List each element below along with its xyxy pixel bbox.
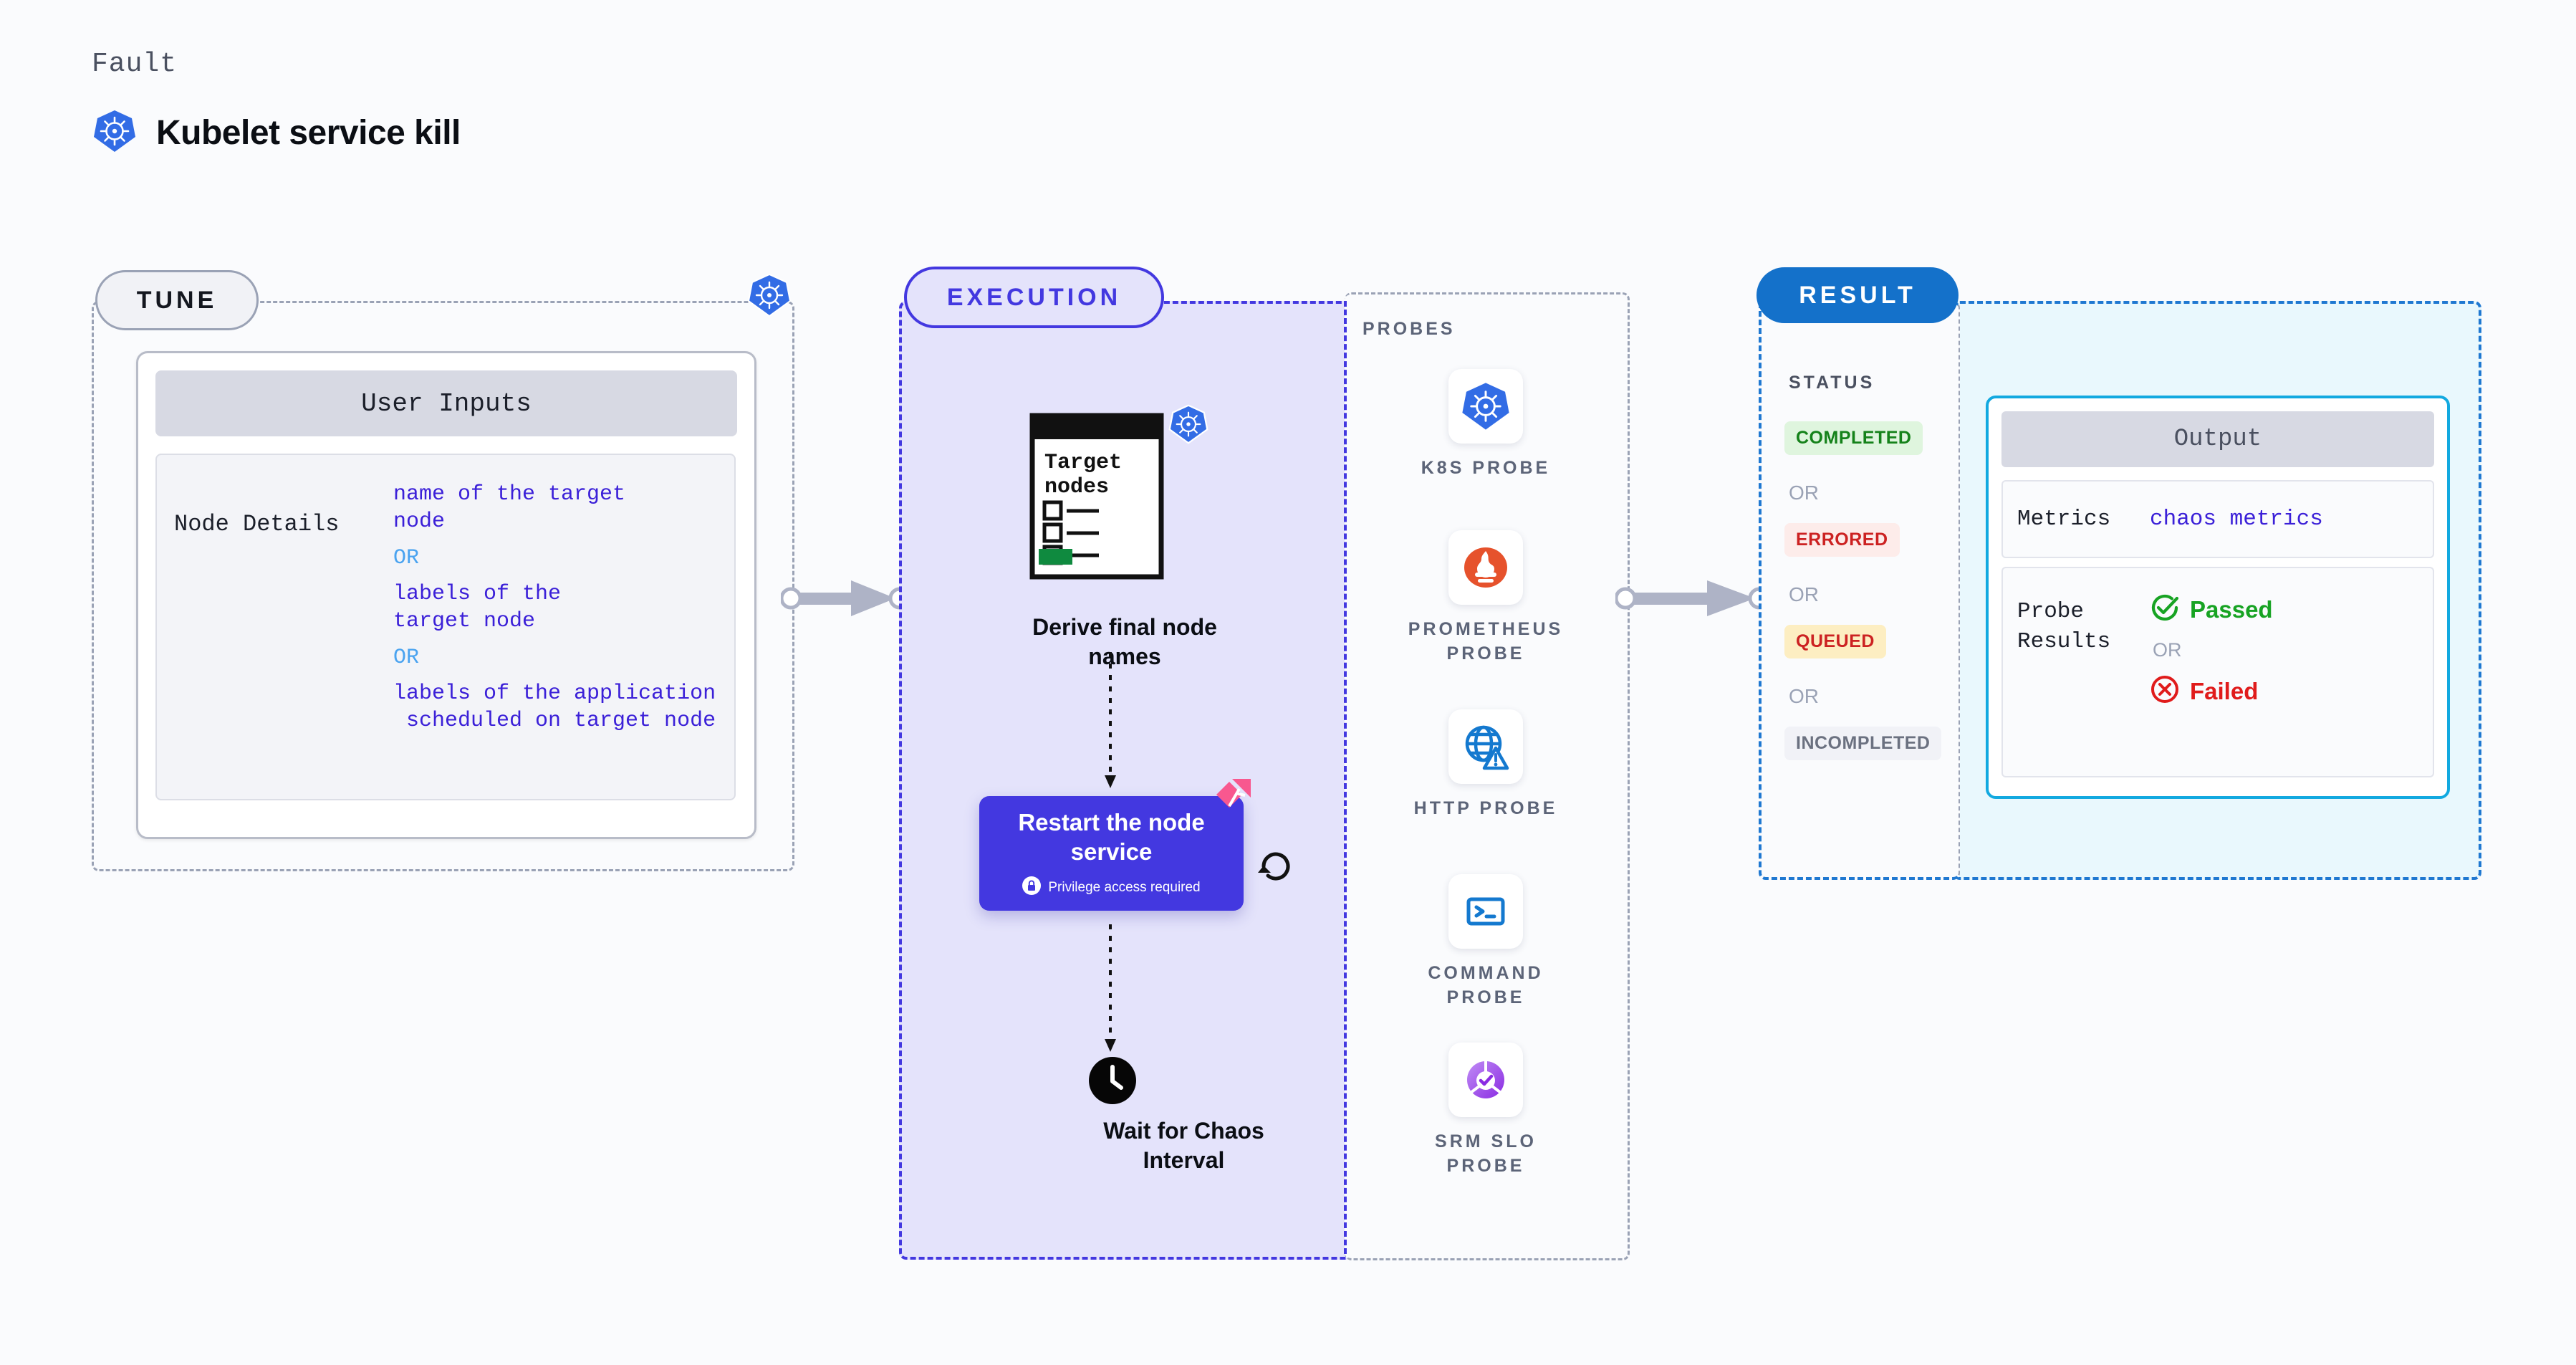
probe-item-k8s[interactable]: K8S PROBE: [1400, 369, 1572, 481]
title-row: Kubelet service kill: [92, 108, 461, 158]
privilege-badge-text: Privilege access required: [1048, 879, 1201, 895]
status-badge-completed: COMPLETED: [1784, 421, 1923, 455]
probe-label: K8S PROBE: [1421, 458, 1551, 478]
or-separator: OR: [1789, 583, 1819, 605]
x-circle-icon: [2150, 674, 2180, 708]
flow-arrow-restart-to-wait: [1105, 924, 1116, 1052]
metrics-value: chaos metrics: [2150, 507, 2323, 532]
node-detail-value: labels of the application scheduled on t…: [393, 681, 716, 733]
terminal-icon: [1448, 874, 1523, 949]
status-badge-errored: ERRORED: [1784, 523, 1900, 557]
execution-panel-right-edge: [1344, 301, 1347, 1254]
check-circle-icon: [2150, 593, 2180, 626]
svg-text:Target: Target: [1044, 451, 1122, 475]
clock-icon: [1089, 1057, 1136, 1104]
lock-icon: [1022, 876, 1042, 899]
fault-kicker: Fault: [92, 49, 178, 80]
metrics-key: Metrics: [2017, 506, 2111, 532]
probe-result-passed: Passed: [2150, 593, 2273, 626]
node-details-key: Node Details: [174, 511, 340, 537]
probe-result-failed: Failed: [2150, 674, 2273, 708]
connector-tune-to-execution: [781, 580, 910, 616]
privilege-badge: Privilege access required: [1022, 876, 1201, 899]
passed-label: Passed: [2190, 595, 2273, 623]
progress-bar-icon: [1039, 549, 1072, 565]
failed-label: Failed: [2190, 677, 2259, 704]
srm-slo-donut-icon: [1448, 1043, 1523, 1117]
probe-label: HTTP PROBE: [1413, 798, 1558, 818]
status-section-label: STATUS: [1789, 373, 1875, 393]
tune-panel: [92, 301, 794, 871]
tune-pill: TUNE: [95, 270, 259, 330]
probe-results-values: Passed OR Failed: [2150, 568, 2273, 708]
user-inputs-card: User Inputs Node Details name of the tar…: [136, 351, 756, 839]
flow-arrow-derive-to-restart: [1105, 652, 1116, 788]
connector-probes-to-result: [1615, 580, 1769, 616]
or-separator: OR: [1789, 482, 1819, 504]
status-badge-incompleted: INCOMPLETED: [1784, 727, 1942, 760]
execution-pill: EXECUTION: [904, 267, 1164, 328]
kubernetes-icon: [92, 108, 138, 158]
svg-text:nodes: nodes: [1044, 475, 1109, 499]
result-panel: [1759, 301, 1960, 880]
result-pill: RESULT: [1756, 267, 1959, 323]
litmus-chaos-icon: [1211, 777, 1252, 819]
probes-section-label: PROBES: [1363, 319, 1456, 339]
metrics-row: Metrics chaos metrics: [2001, 480, 2434, 558]
kubernetes-icon: [746, 272, 792, 318]
or-separator: OR: [393, 545, 420, 570]
probe-item-http[interactable]: HTTP PROBE: [1400, 709, 1572, 821]
kubernetes-icon: [1168, 403, 1209, 445]
status-badge-queued: QUEUED: [1784, 625, 1886, 658]
prometheus-icon: [1448, 530, 1523, 605]
target-nodes-checklist-icon: Target nodes: [1029, 412, 1190, 580]
or-separator: OR: [393, 645, 420, 670]
output-header: Output: [2001, 411, 2434, 467]
kubernetes-icon: [1448, 369, 1523, 444]
user-inputs-header: User Inputs: [155, 370, 737, 436]
or-separator: OR: [1789, 685, 1819, 707]
page-header: Fault Kubelet service kill: [92, 49, 461, 158]
loop-refresh-icon: [1254, 844, 1298, 889]
or-separator: OR: [2153, 639, 2182, 661]
page-title: Kubelet service kill: [156, 114, 461, 152]
globe-warning-icon: [1448, 709, 1523, 784]
